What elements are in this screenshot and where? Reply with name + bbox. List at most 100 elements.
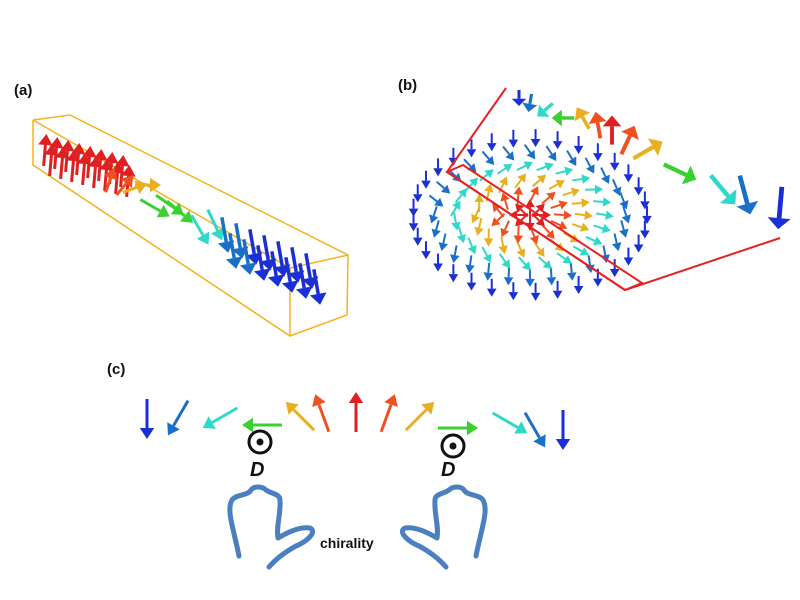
spin-arrow (38, 134, 53, 167)
spin-arrow (530, 282, 541, 301)
spin-arrow (612, 178, 622, 196)
spin-arrow (619, 125, 639, 156)
spin-arrow (525, 269, 535, 287)
spin-arrow (312, 394, 331, 433)
spin-arrow (571, 222, 590, 232)
spin-arrow (531, 174, 547, 188)
spin-arrow (498, 176, 508, 194)
spin-arrow (456, 225, 467, 244)
spin-arrow (566, 262, 577, 281)
spin-arrow (602, 115, 622, 145)
spin-arrow (523, 144, 536, 160)
spin-arrow (588, 111, 607, 139)
panel-label-a: (a) (14, 82, 33, 99)
spin-arrow (500, 220, 510, 238)
spin-arrow (481, 246, 492, 263)
spin-arrow (736, 174, 759, 215)
spin-arrow (99, 159, 114, 192)
spin-arrow (619, 192, 629, 210)
spin-arrow (135, 177, 161, 193)
spin-arrow (709, 173, 737, 205)
panel-label-c: (c) (107, 361, 126, 378)
spin-arrow (115, 175, 134, 196)
spin-arrow (225, 232, 243, 269)
panel-c-chirality (139, 392, 571, 570)
domain-wall-arrows (38, 134, 327, 305)
spin-arrow (633, 177, 644, 196)
spin-arrow (585, 184, 604, 195)
spin-arrow (593, 143, 603, 162)
panel-label-b: (b) (398, 77, 418, 94)
spin-arrow (566, 150, 577, 166)
spin-arrow (498, 236, 508, 255)
spin-arrow (44, 144, 59, 177)
spin-arrow (438, 420, 478, 436)
spin-arrow (167, 399, 190, 436)
spin-arrow (612, 233, 622, 252)
spin-arrow (202, 406, 239, 429)
spin-arrow (379, 394, 398, 433)
spin-arrow (537, 102, 554, 117)
spin-arrow (600, 167, 610, 184)
spin-arrow (522, 93, 538, 112)
spin-arrow (573, 135, 584, 154)
spin-arrow (421, 241, 431, 260)
spin-arrow (556, 252, 572, 264)
spin-arrow (433, 253, 443, 272)
spin-arrow (491, 411, 528, 434)
spin-arrow (574, 210, 593, 220)
spin-arrow (451, 212, 461, 231)
spin-arrow (404, 401, 435, 432)
spin-arrow (166, 199, 194, 223)
box-edge (32, 119, 291, 269)
skyrmion-arrows (408, 129, 652, 301)
spin-arrow (555, 410, 571, 450)
spin-arrow (523, 411, 546, 448)
spin-arrow (541, 224, 555, 239)
spin-arrow (573, 276, 584, 295)
spin-arrow (548, 180, 565, 190)
spin-arrow (466, 139, 477, 158)
spin-arrow (103, 167, 118, 193)
spin-arrow (253, 244, 271, 281)
spin-arrow (623, 247, 634, 266)
spin-arrow (571, 198, 590, 208)
spin-arrow (593, 197, 612, 207)
spin-arrow (408, 198, 419, 217)
spin-arrow (562, 187, 580, 197)
spin-arrow (483, 228, 494, 247)
spin-arrow (429, 206, 439, 224)
spin-arrow (481, 150, 495, 166)
dmi-label-right: D (441, 459, 456, 481)
spin-arrow (516, 161, 533, 172)
right-hand-icon (399, 484, 488, 570)
spin-arrow (572, 245, 590, 256)
spin-arrow (465, 255, 475, 274)
spin-arrow (55, 147, 70, 180)
spin-arrow (206, 208, 225, 241)
spin-arrow (428, 194, 444, 207)
spin-arrow (285, 401, 316, 432)
panel-b-skyrmion (408, 87, 791, 301)
spin-arrow (479, 169, 494, 182)
spin-arrow (492, 203, 505, 218)
spin-arrow (528, 186, 539, 203)
spin-arrow (412, 227, 423, 246)
spin-arrow (595, 210, 614, 220)
spin-arrow (609, 152, 620, 171)
spin-arrow (190, 214, 210, 245)
dmi-label-left: D (250, 459, 265, 481)
spin-arrow (450, 245, 460, 264)
spin-arrow (454, 188, 467, 204)
spin-arrow (239, 238, 257, 275)
spin-arrow (619, 220, 629, 238)
spin-arrow (496, 163, 513, 175)
dmi-vector-left (247, 429, 273, 455)
spin-arrow (448, 264, 459, 283)
spin-arrow (632, 138, 663, 161)
spin-arrow (585, 235, 603, 246)
spin-arrow (662, 162, 697, 185)
spin-arrow (551, 109, 575, 127)
spin-arrow (486, 278, 497, 297)
